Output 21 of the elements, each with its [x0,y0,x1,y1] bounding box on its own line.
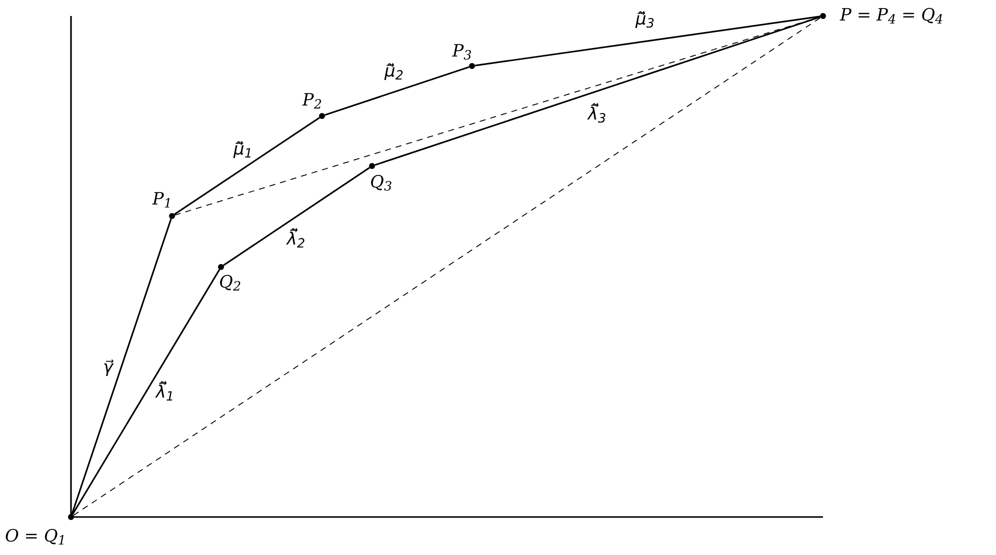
line-segment [71,218,172,514]
edge-label: λ̃⃗$_{3}$ [586,104,608,126]
point-label: Q$_{2}$ [219,274,242,292]
point-label: P$_{3}$ [452,44,472,60]
dashed-line [73,17,821,516]
point-label: P = P$_{4}$ = Q$_{4}$ [840,8,944,24]
edge-label: μ̃⃗$_{2}$ [384,61,404,83]
dashed-line [174,16,821,216]
edge-label: μ̃⃗$_{3}$ [634,9,656,31]
point-label: Q$_{3}$ [370,174,392,192]
line-segment [374,16,820,166]
edge-label: μ̃⃗$_{1}$ [232,139,254,161]
line-segment [174,117,320,215]
line-segment [324,66,470,116]
point-label: O = Q$_{1}$ [4,528,66,546]
line-segment [474,16,820,66]
point-label: P$_{1}$ [152,192,172,208]
edge-label: γ⃗ [102,357,114,379]
point-label: P$_{2}$ [302,92,322,110]
line-segment [72,269,220,515]
line-segment [223,167,370,266]
